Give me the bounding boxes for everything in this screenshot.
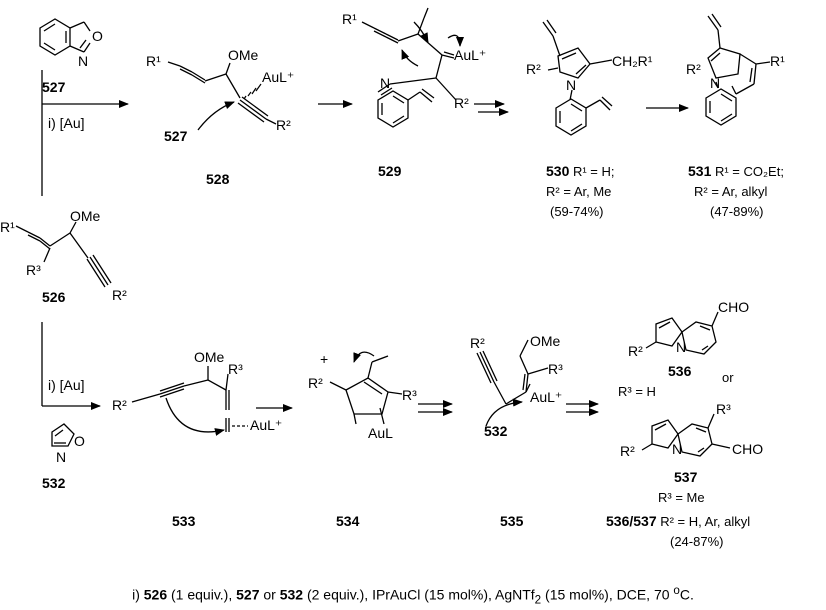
r2-526: R² xyxy=(112,287,127,303)
r2-533: R² xyxy=(112,397,127,413)
reaction-scheme: O N 527 i) [Au] R¹ OMe R³ 526 R² R¹ OMe … xyxy=(0,7,785,549)
ome-533: OMe xyxy=(194,349,225,365)
ome-526: OMe xyxy=(70,208,101,224)
isoxazole-532-structure xyxy=(51,423,75,447)
r2-537: R² xyxy=(620,443,635,459)
atom-o-532: O xyxy=(74,433,85,449)
r2-528: R² xyxy=(276,117,291,133)
process-arrows xyxy=(41,70,689,416)
plus-534: + xyxy=(320,351,328,367)
compound-535-label: 535 xyxy=(500,513,524,529)
caption-531-line3: (47-89%) xyxy=(710,204,763,219)
r1-526: R¹ xyxy=(0,219,15,235)
r3-condition-536: R³ = H xyxy=(618,384,656,399)
r1-531: R¹ xyxy=(770,53,785,69)
r2-534: R² xyxy=(308,375,323,391)
benzisoxazole-527-structure xyxy=(39,18,91,56)
caption-530-line2: R² = Ar, Me xyxy=(546,184,611,199)
r2-530: R² xyxy=(526,61,541,77)
metal-529: AuL⁺ xyxy=(454,47,486,63)
atom-n-527: N xyxy=(78,53,88,69)
metal-528: AuL⁺ xyxy=(262,69,294,85)
r3-533: R³ xyxy=(228,361,243,377)
attack-label-528: 527 xyxy=(164,128,188,144)
caption-530-line3: (59-74%) xyxy=(550,204,603,219)
compound-528-structure xyxy=(167,61,277,131)
r2-529: R² xyxy=(454,95,469,111)
atom-n-530: N xyxy=(566,77,576,93)
r1-528: R¹ xyxy=(146,53,161,69)
metal-534: AuL xyxy=(368,425,393,441)
r3-537: R³ xyxy=(716,401,731,417)
combined-caption-line2: (24-87%) xyxy=(670,534,723,549)
compound-530-structure xyxy=(542,19,613,136)
compound-526-label: 526 xyxy=(42,289,66,305)
r1-529: R¹ xyxy=(342,11,357,27)
r2-531: R² xyxy=(686,61,701,77)
compound-531-structure xyxy=(705,13,771,126)
r3-534: R³ xyxy=(402,387,417,403)
atom-n-537: N xyxy=(672,441,682,457)
compound-533-label: 533 xyxy=(172,513,196,529)
step-label-bottom: i) [Au] xyxy=(48,377,85,393)
caption-530-line1: 530 R¹ = H; xyxy=(546,163,615,179)
compound-534-structure xyxy=(329,351,403,425)
compound-536-label: 536 xyxy=(668,363,692,379)
compound-537-structure xyxy=(641,413,731,457)
r3-535: R³ xyxy=(548,361,563,377)
compound-529-label: 529 xyxy=(378,163,402,179)
gold-hash-wedge xyxy=(243,83,262,100)
compound-534-label: 534 xyxy=(336,513,360,529)
combined-caption-line1: 536/537 R² = H, Ar, alkyl xyxy=(606,513,750,529)
compound-536-structure xyxy=(645,311,719,355)
atom-o-527: O xyxy=(92,28,103,44)
compound-529-structure xyxy=(361,7,464,128)
atom-n-532: N xyxy=(56,449,66,465)
ome-535: OMe xyxy=(530,333,561,349)
compound-535-structure xyxy=(476,339,549,427)
reaction-conditions: i) 526 (1 equiv.), 527 or 532 (2 equiv.)… xyxy=(132,584,694,607)
attack-label-535: 532 xyxy=(484,423,508,439)
compound-532-label: 532 xyxy=(42,475,66,491)
r3-526: R³ xyxy=(26,262,41,278)
or-connector: or xyxy=(722,370,734,385)
caption-531-line1: 531 R¹ = CO₂Et; xyxy=(688,163,784,179)
metal-533: AuL⁺ xyxy=(250,417,282,433)
atom-n-536: N xyxy=(676,339,686,355)
ome-528: OMe xyxy=(228,47,259,63)
cho-537: CHO xyxy=(732,441,763,457)
compound-533-structure xyxy=(131,366,248,436)
atom-n-531: N xyxy=(710,75,720,91)
step-label-top: i) [Au] xyxy=(48,115,85,131)
cho-536: CHO xyxy=(718,299,749,315)
caption-531-line2: R² = Ar, alkyl xyxy=(694,184,767,199)
metal-535: AuL⁺ xyxy=(530,389,562,405)
atom-n-529: N xyxy=(380,75,390,91)
ch2r1-530: CH₂R¹ xyxy=(612,53,653,69)
compound-526-structure xyxy=(15,221,112,288)
r2-536: R² xyxy=(628,343,643,359)
r2-535: R² xyxy=(470,335,485,351)
compound-527-label: 527 xyxy=(42,79,66,95)
r3-condition-537: R³ = Me xyxy=(658,490,705,505)
compound-528-label: 528 xyxy=(206,171,230,187)
compound-537-label: 537 xyxy=(674,469,698,485)
